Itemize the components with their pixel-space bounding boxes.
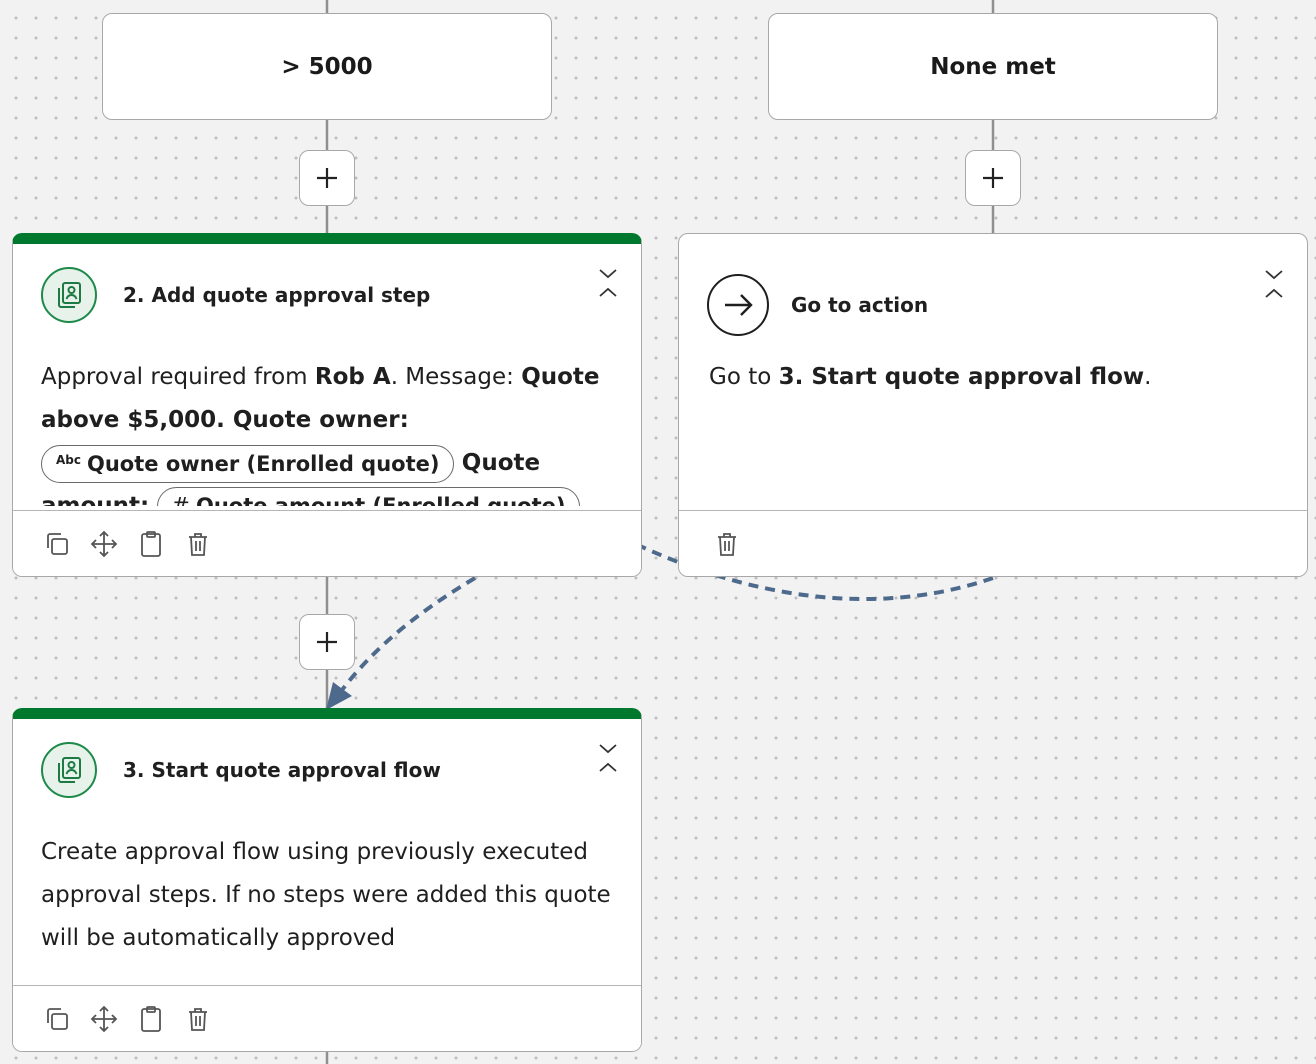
card-toolbar <box>13 510 641 576</box>
connector-arrowhead <box>326 682 352 710</box>
card-header: 2. Add quote approval step <box>41 264 430 326</box>
branch-label: None met <box>930 53 1056 80</box>
text-token-icon: Abc <box>56 452 81 467</box>
quote-document-icon <box>41 742 97 798</box>
branch-label: > 5000 <box>281 53 373 80</box>
body-text: Approval required from <box>41 364 315 390</box>
quote-document-icon <box>41 267 97 323</box>
move-icon[interactable] <box>90 530 118 558</box>
add-step-button[interactable] <box>299 614 355 670</box>
goto-target-link[interactable]: 3. Start quote approval flow <box>778 364 1145 390</box>
card-description: Go to 3. Start quote approval flow. <box>709 356 1281 399</box>
goto-dashed-connector <box>639 544 994 601</box>
card-title: 3. Start quote approval flow <box>123 758 441 782</box>
trash-icon[interactable] <box>713 530 741 558</box>
trash-icon[interactable] <box>184 530 212 558</box>
approver-name: Rob A <box>314 364 391 390</box>
move-icon[interactable] <box>90 1005 118 1033</box>
clipboard-icon[interactable] <box>137 530 165 558</box>
add-step-button[interactable] <box>299 150 355 206</box>
token-quote-amount[interactable]: # Quote amount (Enrolled quote) <box>156 487 581 506</box>
copy-icon[interactable] <box>43 530 71 558</box>
body-text: . <box>1144 364 1152 390</box>
branch-none-met[interactable]: None met <box>768 13 1218 120</box>
collapse-chevrons-icon[interactable] <box>597 741 619 775</box>
body-text: . Message: <box>390 364 522 390</box>
collapse-chevrons-icon[interactable] <box>597 266 619 300</box>
action-card-add-quote-approval-step[interactable]: 2. Add quote approval step Approval requ… <box>12 233 642 577</box>
token-quote-owner[interactable]: Abc Quote owner (Enrolled quote) <box>41 444 455 483</box>
action-card-start-quote-approval-flow[interactable]: 3. Start quote approval flow Create appr… <box>12 708 642 1052</box>
card-toolbar <box>679 510 1307 576</box>
body-text: Go to <box>709 364 779 390</box>
token-label: Quote owner (Enrolled quote) <box>87 451 440 476</box>
add-step-button[interactable] <box>965 150 1021 206</box>
message-text: Quote above $5,000. Quote owner: <box>41 364 600 433</box>
arrow-right-circle-icon <box>707 274 769 336</box>
card-title: Go to action <box>791 293 929 317</box>
card-header: Go to action <box>707 274 928 336</box>
card-toolbar <box>13 985 641 1051</box>
card-title: 2. Add quote approval step <box>123 283 431 307</box>
card-header: 3. Start quote approval flow <box>41 739 441 801</box>
branch-greater-than-5000[interactable]: > 5000 <box>102 13 552 120</box>
number-token-icon: # <box>172 494 190 506</box>
plus-icon <box>317 168 337 188</box>
message-text: Quote <box>461 450 541 476</box>
collapse-chevrons-icon[interactable] <box>1263 267 1285 301</box>
card-description: Create approval flow using previously ex… <box>41 839 611 951</box>
clipboard-icon[interactable] <box>137 1005 165 1033</box>
card-description: Approval required from Rob A. Message: Q… <box>41 356 615 506</box>
action-card-go-to-action[interactable]: Go to action Go to 3. Start quote approv… <box>678 233 1308 577</box>
token-label: Quote amount (Enrolled quote) <box>195 494 566 506</box>
trash-icon[interactable] <box>184 1005 212 1033</box>
plus-icon <box>983 168 1003 188</box>
plus-icon <box>317 632 337 652</box>
copy-icon[interactable] <box>43 1005 71 1033</box>
message-text: amount: <box>41 493 150 506</box>
